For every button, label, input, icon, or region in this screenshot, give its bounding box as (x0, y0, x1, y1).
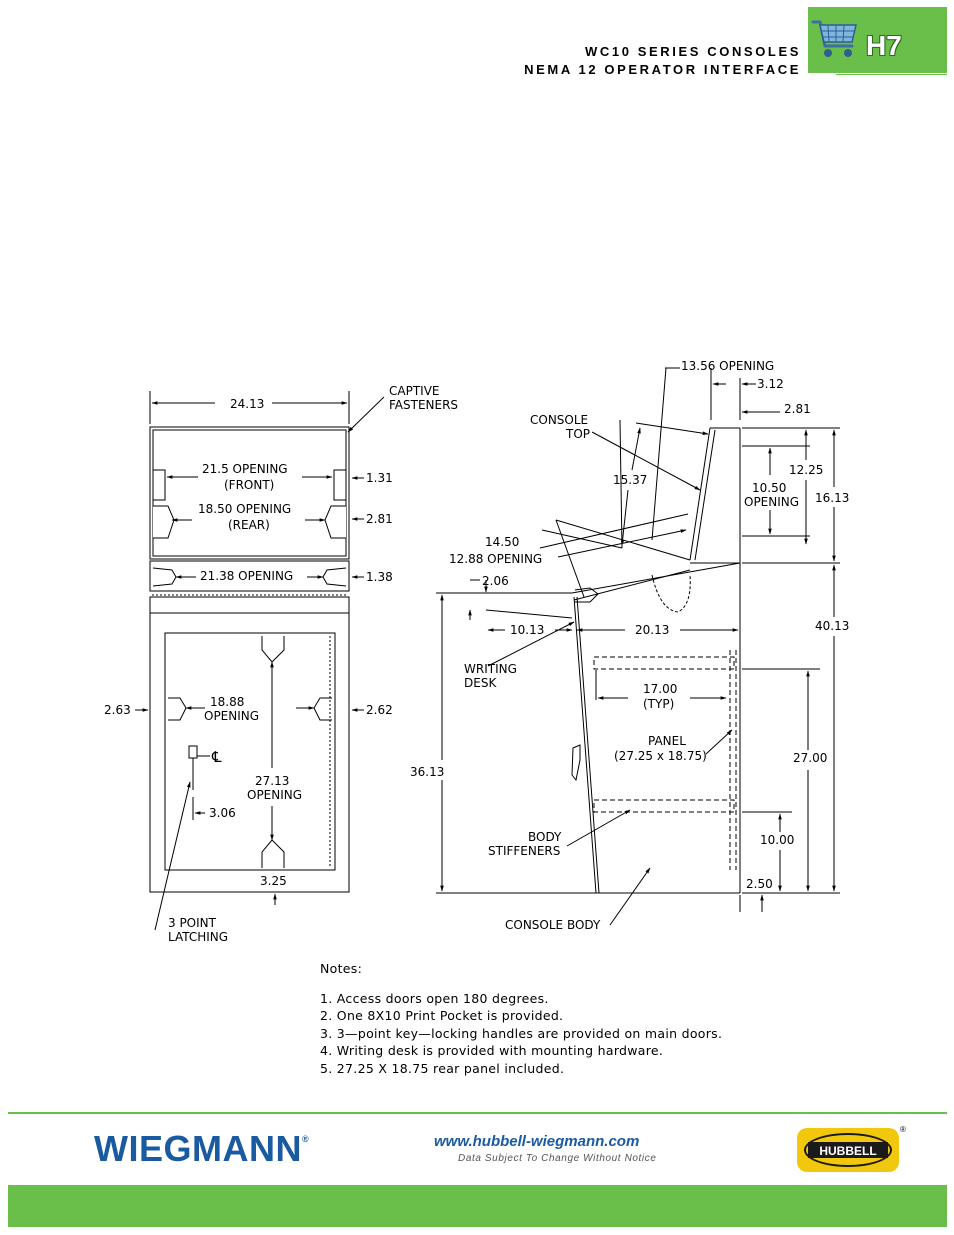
dim-1-31: 1.31 (366, 471, 393, 485)
footer-divider (8, 1112, 947, 1114)
shopping-cart-icon[interactable] (810, 16, 860, 62)
dim-27-00: 27.00 (793, 751, 827, 765)
wiegmann-registered-mark: ® (301, 1134, 310, 1144)
label-body-stiffeners-1: BODY (528, 830, 562, 844)
label-writing-desk-2: DESK (464, 676, 497, 690)
hubbell-logo: HUBBELL (797, 1128, 899, 1172)
label-opening-1888-2: OPENING (204, 709, 259, 723)
label-opening-front-2: (FRONT) (224, 478, 274, 492)
dim-2-81-front: 2.81 (366, 512, 393, 526)
label-opening-2138: 21.38 OPENING (200, 569, 293, 583)
wiegmann-logo: WIEGMANN® (94, 1128, 309, 1170)
dim-12-25: 12.25 (789, 463, 823, 477)
label-captive-2: FASTENERS (389, 398, 458, 412)
dim-17-00-typ: (TYP) (643, 697, 674, 711)
dim-10-00: 10.00 (760, 833, 794, 847)
front-view (135, 391, 385, 931)
label-opening-1288: 12.88 OPENING (449, 552, 542, 566)
dim-2-06: 2.06 (482, 574, 509, 588)
dim-20-13: 20.13 (635, 623, 669, 637)
dim-14-50: 14.50 (485, 535, 519, 549)
wiegmann-logo-text: WIEGMANN (94, 1128, 302, 1169)
note-item: 1. Access doors open 180 degrees. (320, 990, 549, 1006)
dim-17-00: 17.00 (643, 682, 677, 696)
dim-3-06: 3.06 (209, 806, 236, 820)
label-opening-1050-1: 10.50 (752, 481, 786, 495)
dim-10-13: 10.13 (510, 623, 544, 637)
label-writing-desk-1: WRITING (464, 662, 517, 676)
label-opening-1050-2: OPENING (744, 495, 799, 509)
dim-36-13: 36.13 (410, 765, 444, 779)
dim-40-13: 40.13 (815, 619, 849, 633)
dim-2-50: 2.50 (746, 877, 773, 891)
dim-2-63: 2.63 (104, 703, 131, 717)
dim-2-81-side: 2.81 (784, 402, 811, 416)
label-panel-2: (27.25 x 18.75) (614, 749, 707, 763)
label-opening-rear-2: (REAR) (228, 518, 270, 532)
label-latching-2: LATCHING (168, 930, 228, 944)
dim-3-25: 3.25 (260, 874, 287, 888)
page-title-line1: WC10 SERIES CONSOLES (585, 44, 801, 59)
side-view (436, 367, 840, 926)
label-opening-front-1: 21.5 OPENING (202, 462, 288, 476)
label-console-body: CONSOLE BODY (505, 918, 601, 932)
page-badge-label: H7 (866, 30, 902, 61)
notes-heading: Notes: (320, 961, 363, 976)
dim-16-13: 16.13 (815, 491, 849, 505)
label-opening-rear-1: 18.50 OPENING (198, 502, 291, 516)
disclaimer-text: Data Subject To Change Without Notice (458, 1153, 657, 1164)
label-opening-2713-1: 27.13 (255, 774, 289, 788)
label-opening-1888-1: 18.88 (210, 695, 244, 709)
label-opening-1356: 13.56 OPENING (681, 359, 774, 373)
label-panel-1: PANEL (648, 734, 686, 748)
note-item: 2. One 8X10 Print Pocket is provided. (320, 1008, 564, 1023)
label-captive-1: CAPTIVE (389, 384, 439, 398)
label-opening-2713-2: OPENING (247, 788, 302, 802)
label-console-top-1: CONSOLE (530, 413, 588, 427)
dim-15-37: 15.37 (613, 473, 647, 487)
note-item: 5. 27.25 X 18.75 rear panel included. (320, 1060, 565, 1076)
footer-bar (8, 1185, 947, 1227)
dim-1-38: 1.38 (366, 570, 393, 584)
page-title-line2: NEMA 12 OPERATOR INTERFACE (524, 62, 801, 77)
label-latching-1: 3 POINT (168, 916, 217, 930)
note-item: 4. Writing desk is provided with mountin… (320, 1043, 664, 1058)
dim-2-62: 2.62 (366, 703, 393, 717)
dim-3-12: 3.12 (757, 377, 784, 391)
notes-block: Notes: 1. Access doors open 180 degrees.… (320, 960, 722, 1077)
label-console-top-2: TOP (565, 427, 590, 441)
hubbell-registered-mark: ® (900, 1125, 906, 1134)
hubbell-logo-text: HUBBELL (819, 1144, 876, 1158)
dim-24-13: 24.13 (230, 397, 264, 411)
centerline-symbol: ℄ (211, 748, 222, 766)
badge-underline (836, 74, 947, 75)
label-body-stiffeners-2: STIFFENERS (488, 844, 560, 858)
website-link[interactable]: www.hubbell-wiegmann.com (434, 1133, 640, 1150)
note-item: 3. 3—point key—locking handles are provi… (320, 1025, 723, 1041)
